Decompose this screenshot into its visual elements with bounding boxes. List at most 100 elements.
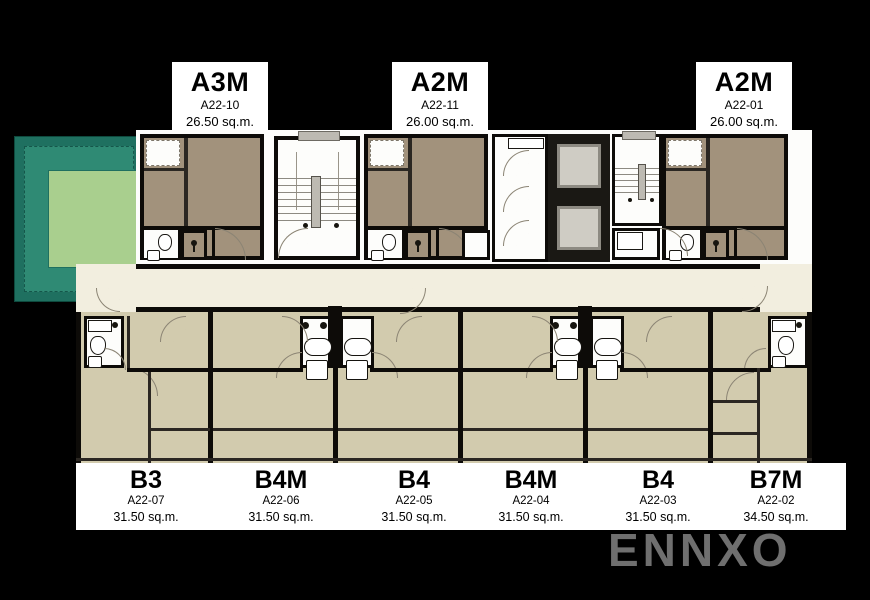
stair-tread: [615, 174, 659, 175]
unit-a22-06-tap-2: [320, 322, 327, 329]
unit-a22-02-room-wall: [713, 368, 771, 372]
unit-a22-04-tap: [552, 322, 559, 329]
unit-a22-07-sink: [88, 320, 112, 332]
unit-a22-07-basin: [88, 356, 102, 368]
lower-wall-1: [208, 312, 213, 464]
lower-balcony-line: [76, 458, 812, 461]
unit-a22-10-partition-h: [144, 168, 188, 171]
unit-a22-07-interior-line: [148, 372, 151, 464]
unit-a22-02-wc: [778, 336, 794, 355]
unit-a22-05-shower: [346, 360, 368, 380]
stair-tread: [615, 168, 659, 169]
lower-wall-3: [458, 312, 463, 464]
unit-a22-10-balcony: [146, 140, 180, 166]
callout-ref: A22-10: [200, 98, 240, 112]
stairwell-left-landing-beam: [311, 176, 321, 228]
unit-a22-06-tap: [302, 322, 309, 329]
unit-a22-11-light-stem: [417, 245, 419, 252]
schedule-ref: A22-04: [512, 495, 550, 507]
unit-a22-11-entry-jamb: [436, 228, 439, 260]
unit-a22-04-duct: [578, 306, 592, 368]
schedule-ref: A22-02: [757, 495, 795, 507]
lower-wall-6: [807, 312, 812, 464]
schedule-ref: A22-03: [639, 495, 677, 507]
unit-a22-05-interior-line: [338, 428, 458, 431]
unit-a22-07-interior-line-2: [148, 428, 210, 431]
lower-wall-0: [76, 312, 81, 464]
schedule-cell-a22-07: B3 A22-07 31.50 sq.m.: [76, 463, 216, 530]
service-room-left: [462, 230, 490, 260]
unit-a22-11-partition-v: [408, 138, 412, 228]
unit-a22-02-interior-line-2: [713, 432, 759, 435]
unit-a22-10-wc: [158, 234, 172, 251]
schedule-cell-a22-06: B4M A22-06 31.50 sq.m.: [211, 463, 351, 530]
unit-a22-05-room-wall: [370, 368, 460, 372]
unit-a22-07-wc: [90, 336, 106, 355]
stair-tread: [615, 186, 659, 187]
unit-a22-06-duct: [328, 306, 342, 368]
callout-area: 26.00 sq.m.: [710, 114, 778, 129]
schedule-area: 31.50 sq.m.: [498, 510, 564, 524]
unit-a22-07-room-wall: [127, 368, 213, 372]
callout-a22-10: A3M A22-10 26.50 sq.m.: [172, 62, 268, 130]
schedule-ref: A22-06: [262, 495, 300, 507]
unit-a22-03-shower: [596, 360, 618, 380]
callout-code: A2M: [410, 67, 470, 97]
callout-ref: A22-11: [421, 98, 459, 112]
unit-a22-03-room-wall: [620, 368, 710, 372]
unit-a22-06-interior-line: [213, 428, 333, 431]
lower-wall-2: [333, 312, 338, 464]
unit-a22-01-light-stem: [715, 245, 717, 252]
unit-a22-06-tub: [304, 338, 332, 356]
unit-a22-11-bath-div: [402, 228, 405, 260]
unit-a22-02-interior-line-3: [757, 368, 760, 464]
unit-a22-01-bath-div: [700, 228, 703, 260]
unit-a22-06-shower: [306, 360, 328, 380]
schedule-cell-a22-02: B7M A22-02 34.50 sq.m.: [706, 463, 846, 530]
lower-block-base: [76, 312, 812, 464]
unit-a22-02-interior-line: [713, 400, 759, 403]
swimming-pool-water: [48, 170, 140, 268]
stairwell-right-post-a: [628, 198, 632, 202]
unit-schedule-strip: B3 A22-07 31.50 sq.m. B4M A22-06 31.50 s…: [76, 463, 846, 530]
schedule-code: B3: [130, 466, 162, 494]
unit-a22-10-bath-wall: [140, 226, 264, 230]
schedule-area: 34.50 sq.m.: [743, 510, 809, 524]
unit-a22-01-bath-wall: [662, 226, 788, 230]
unit-a22-11-wc: [382, 234, 396, 251]
unit-a22-10-basin: [147, 250, 160, 261]
elevator-shaft-1: [557, 144, 601, 188]
unit-a22-01-light-fixture: [713, 240, 719, 246]
schedule-area: 31.50 sq.m.: [113, 510, 179, 524]
unit-a22-03-tub: [594, 338, 622, 356]
callout-a22-11: A2M A22-11 26.00 sq.m.: [392, 62, 488, 130]
unit-a22-04-shower: [556, 360, 578, 380]
stairwell-left-post-b: [334, 223, 339, 228]
stairwell-left-post-a: [303, 223, 308, 228]
unit-a22-11-lobby: [405, 230, 431, 260]
unit-a22-10-entry-jamb: [212, 228, 215, 260]
unit-a22-04-tap-2: [570, 322, 577, 329]
watermark-ennxo: ENNXO: [608, 524, 792, 576]
elevator-shaft-2: [557, 206, 601, 250]
callout-code: A2M: [714, 67, 774, 97]
callout-a22-01: A2M A22-01 26.00 sq.m.: [696, 62, 792, 130]
stairwell-left-header: [298, 131, 340, 141]
unit-a22-04-room-wall: [463, 368, 553, 372]
callout-area: 26.50 sq.m.: [186, 114, 254, 129]
unit-a22-02-sink: [772, 320, 796, 332]
unit-a22-05-tub: [344, 338, 372, 356]
unit-a22-04-interior-line: [463, 428, 583, 431]
callout-ref: A22-01: [724, 98, 764, 112]
schedule-area: 31.50 sq.m.: [248, 510, 314, 524]
unit-a22-01-balcony: [668, 140, 702, 166]
unit-a22-10-light-stem: [193, 245, 195, 252]
stairwell-left-rail-r: [338, 152, 339, 210]
unit-a22-04-tub: [554, 338, 582, 356]
schedule-code: B4M: [504, 466, 558, 494]
unit-a22-11-basin: [371, 250, 384, 261]
unit-a22-11-partition-h: [368, 168, 412, 171]
stair-tread: [615, 192, 659, 193]
schedule-area: 31.50 sq.m.: [381, 510, 447, 524]
unit-a22-01-partition-v: [706, 138, 710, 228]
